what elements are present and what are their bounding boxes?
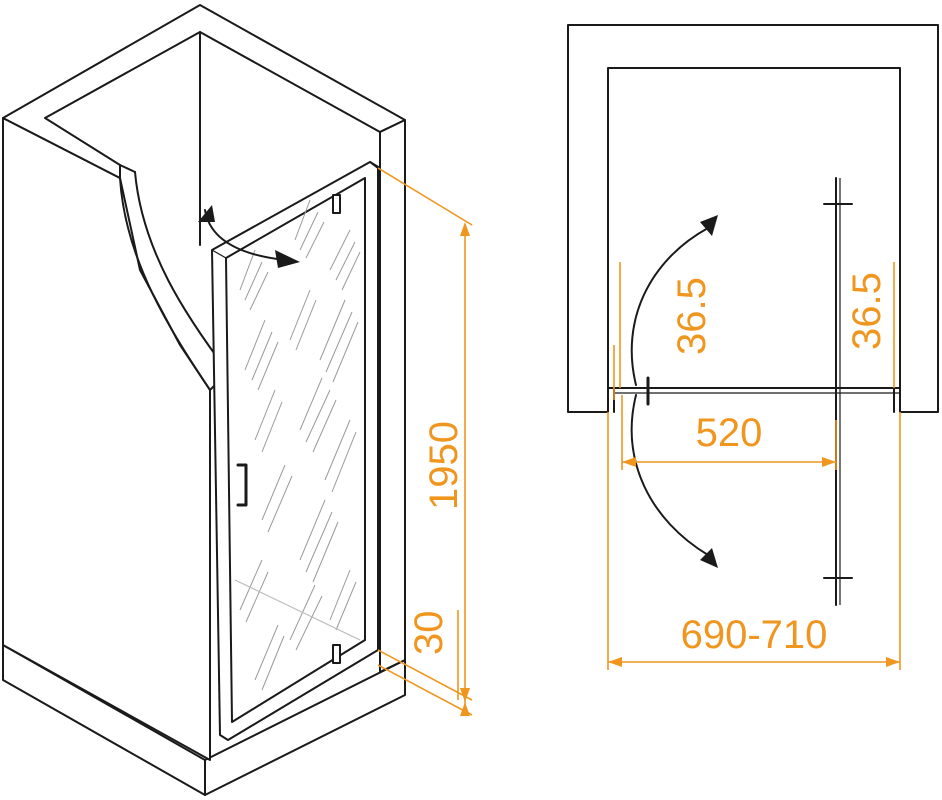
glass-texture xyxy=(234,199,361,691)
dimension-height-total: 1950 xyxy=(422,421,466,510)
dimension-opening-right: 36.5 xyxy=(845,272,889,350)
wall-curve-inner xyxy=(134,171,229,373)
isometric-view: 1950 30 xyxy=(2,4,473,796)
door-glass-panel xyxy=(225,177,366,723)
dimension-door-width: 520 xyxy=(696,411,763,455)
right-wall-edge xyxy=(379,119,406,673)
plan-walls xyxy=(567,24,939,413)
dimension-installation-width: 690-710 xyxy=(681,613,828,657)
dimension-install-width-lines xyxy=(607,412,901,670)
hinge-bottom xyxy=(332,644,341,664)
height-dimensions xyxy=(377,167,473,716)
dimension-height-base: 30 xyxy=(407,611,451,656)
dimension-angle-left-lines xyxy=(613,262,621,400)
dimension-opening-left: 36.5 xyxy=(670,277,714,355)
swing-arc-lower xyxy=(630,394,709,556)
wall-curve-outer xyxy=(119,177,211,391)
hinge-top xyxy=(332,194,341,214)
door-handle xyxy=(236,463,248,507)
swing-arc-upper xyxy=(630,227,709,386)
plan-view: 36.5 36.5 520 690-710 xyxy=(567,24,939,670)
base-side-face xyxy=(204,659,406,796)
dimension-door-width-lines xyxy=(621,395,837,470)
